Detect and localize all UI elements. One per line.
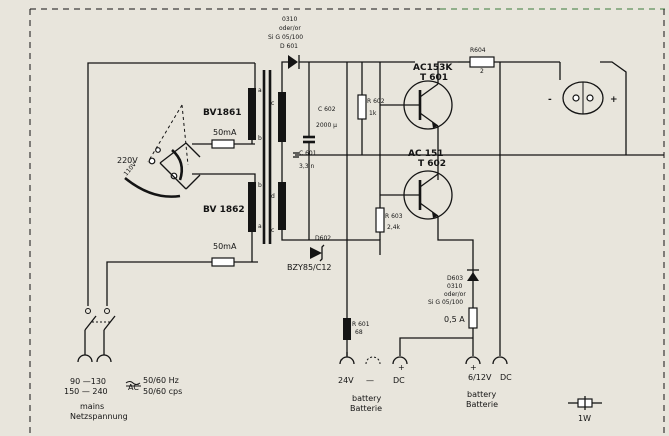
primary-coil-1 — [248, 88, 256, 140]
capacitor-c602 — [303, 62, 315, 240]
mains-frequency-hz: 50/60 Hz — [143, 376, 179, 385]
r601-value: 68 — [355, 329, 363, 336]
battery24-voltage: 24V — [338, 376, 354, 385]
t602-ref: T 602 — [418, 159, 446, 169]
d601-label-3: Si G 05/100 — [268, 34, 303, 41]
r601-ref: R 601 — [352, 321, 370, 328]
resistor-r602 — [357, 62, 367, 155]
d601-label-2: oder/or — [279, 25, 301, 32]
mains-plug — [77, 350, 112, 363]
resistor-r601 — [343, 318, 351, 356]
fuse2-label: 50mA — [213, 242, 237, 251]
d603-label-1: D603 — [447, 275, 463, 282]
c602-value: 2000 µ — [316, 122, 337, 129]
legend-rating: 1W — [578, 414, 591, 423]
d602-type: BZY85/C12 — [287, 263, 332, 272]
ac-symbol-wave — [125, 381, 141, 385]
output-connector — [559, 61, 627, 155]
battery612-dc: DC — [500, 373, 512, 382]
r604-ref: R604 — [470, 47, 486, 54]
r603-value: 2,4k — [387, 224, 401, 231]
wire-mains-bottom — [106, 261, 258, 306]
wire-sec-bottom — [281, 230, 309, 241]
voltage-220v: 220V — [117, 156, 138, 165]
coil-bv1861-label: BV1861 — [203, 108, 242, 118]
battery612-plus: + — [470, 363, 477, 372]
mains-frequency-cps: 50/60 cps — [143, 387, 182, 396]
diode-d603 — [467, 262, 479, 308]
battery24-label-de: Batterie — [350, 404, 382, 413]
c602-ref: C 602 — [318, 106, 336, 113]
r602-value: 1k — [369, 110, 377, 117]
c601-value: 3,3 n — [299, 163, 314, 170]
battery24-dc: DC — [393, 376, 405, 385]
mains-range-1: 90 —130 — [70, 377, 106, 386]
fuse-1 — [192, 139, 255, 149]
resistor-r604 — [458, 56, 560, 68]
secondary-coil-1 — [278, 92, 286, 142]
r604-value: 2 — [480, 68, 484, 75]
r603-ref: R 603 — [385, 213, 403, 220]
d601-label-1: 0310 — [282, 16, 297, 23]
t602-type: AC 151 — [408, 149, 444, 159]
battery612-label-de: Batterie — [466, 400, 498, 409]
legend-resistor-symbol — [568, 396, 602, 410]
battery-24v-sockets — [339, 352, 408, 365]
wire-mains-top — [87, 62, 255, 306]
battery612-voltage: 6/12V — [468, 373, 492, 382]
battery24-minus: - — [340, 355, 343, 364]
primary-coil-2 — [248, 182, 256, 232]
coil-mark-b: b — [258, 135, 262, 142]
battery24-label: battery — [352, 394, 381, 403]
t601-type: AC153K — [413, 63, 453, 73]
coil-mark-c: c — [271, 100, 274, 107]
d603-label-3: oder/or — [444, 291, 466, 298]
wire-zener — [309, 239, 381, 255]
capacitor-c601 — [293, 152, 299, 158]
mains-label-de: Netzspannung — [70, 412, 128, 421]
wire-coil2-top — [192, 173, 256, 182]
coil-bv1862-label: BV 1862 — [203, 205, 245, 215]
c601-ref: C 601 — [299, 150, 317, 157]
d603-label-4: Si G 05/100 — [428, 299, 463, 306]
d602-ref: D602 — [315, 235, 331, 242]
fuse-battery-label: 0,5 A — [444, 315, 465, 324]
zener-d602 — [310, 244, 325, 262]
coil-mark-a2: a — [258, 223, 262, 230]
diode-d601 — [288, 55, 300, 69]
coil-mark-d: d — [271, 193, 275, 200]
coil-mark-c2: c — [271, 227, 274, 234]
fuse1-label: 50mA — [213, 128, 237, 137]
d603-label-2: 0310 — [447, 283, 462, 290]
wire-dc-plus — [399, 337, 473, 356]
output-plus: + — [610, 95, 618, 105]
battery-612v-sockets — [465, 356, 508, 365]
output-minus: - — [548, 95, 552, 105]
coil-mark-b2: b — [258, 182, 262, 189]
voltage-selector — [124, 104, 201, 198]
resistor-r603 — [375, 207, 385, 240]
d601-label-4: D 601 — [280, 43, 298, 50]
mains-label: mains — [80, 402, 104, 411]
coil-mark-a: a — [258, 87, 262, 94]
battery24-plus: + — [398, 363, 405, 372]
secondary-coil-2 — [278, 182, 286, 230]
r602-ref: R 602 — [367, 98, 385, 105]
battery24-sign: — — [366, 376, 374, 385]
mains-range-2: 150 — 240 — [64, 387, 108, 396]
transistor-t601 — [380, 61, 458, 180]
transistor-t602 — [380, 170, 474, 262]
battery612-label: battery — [467, 390, 496, 399]
mains-switch — [84, 308, 116, 350]
mains-ac-label: AC — [128, 383, 139, 392]
t601-ref: T 601 — [420, 73, 448, 83]
fuse-2 — [211, 257, 235, 267]
fuse-battery — [468, 307, 478, 356]
